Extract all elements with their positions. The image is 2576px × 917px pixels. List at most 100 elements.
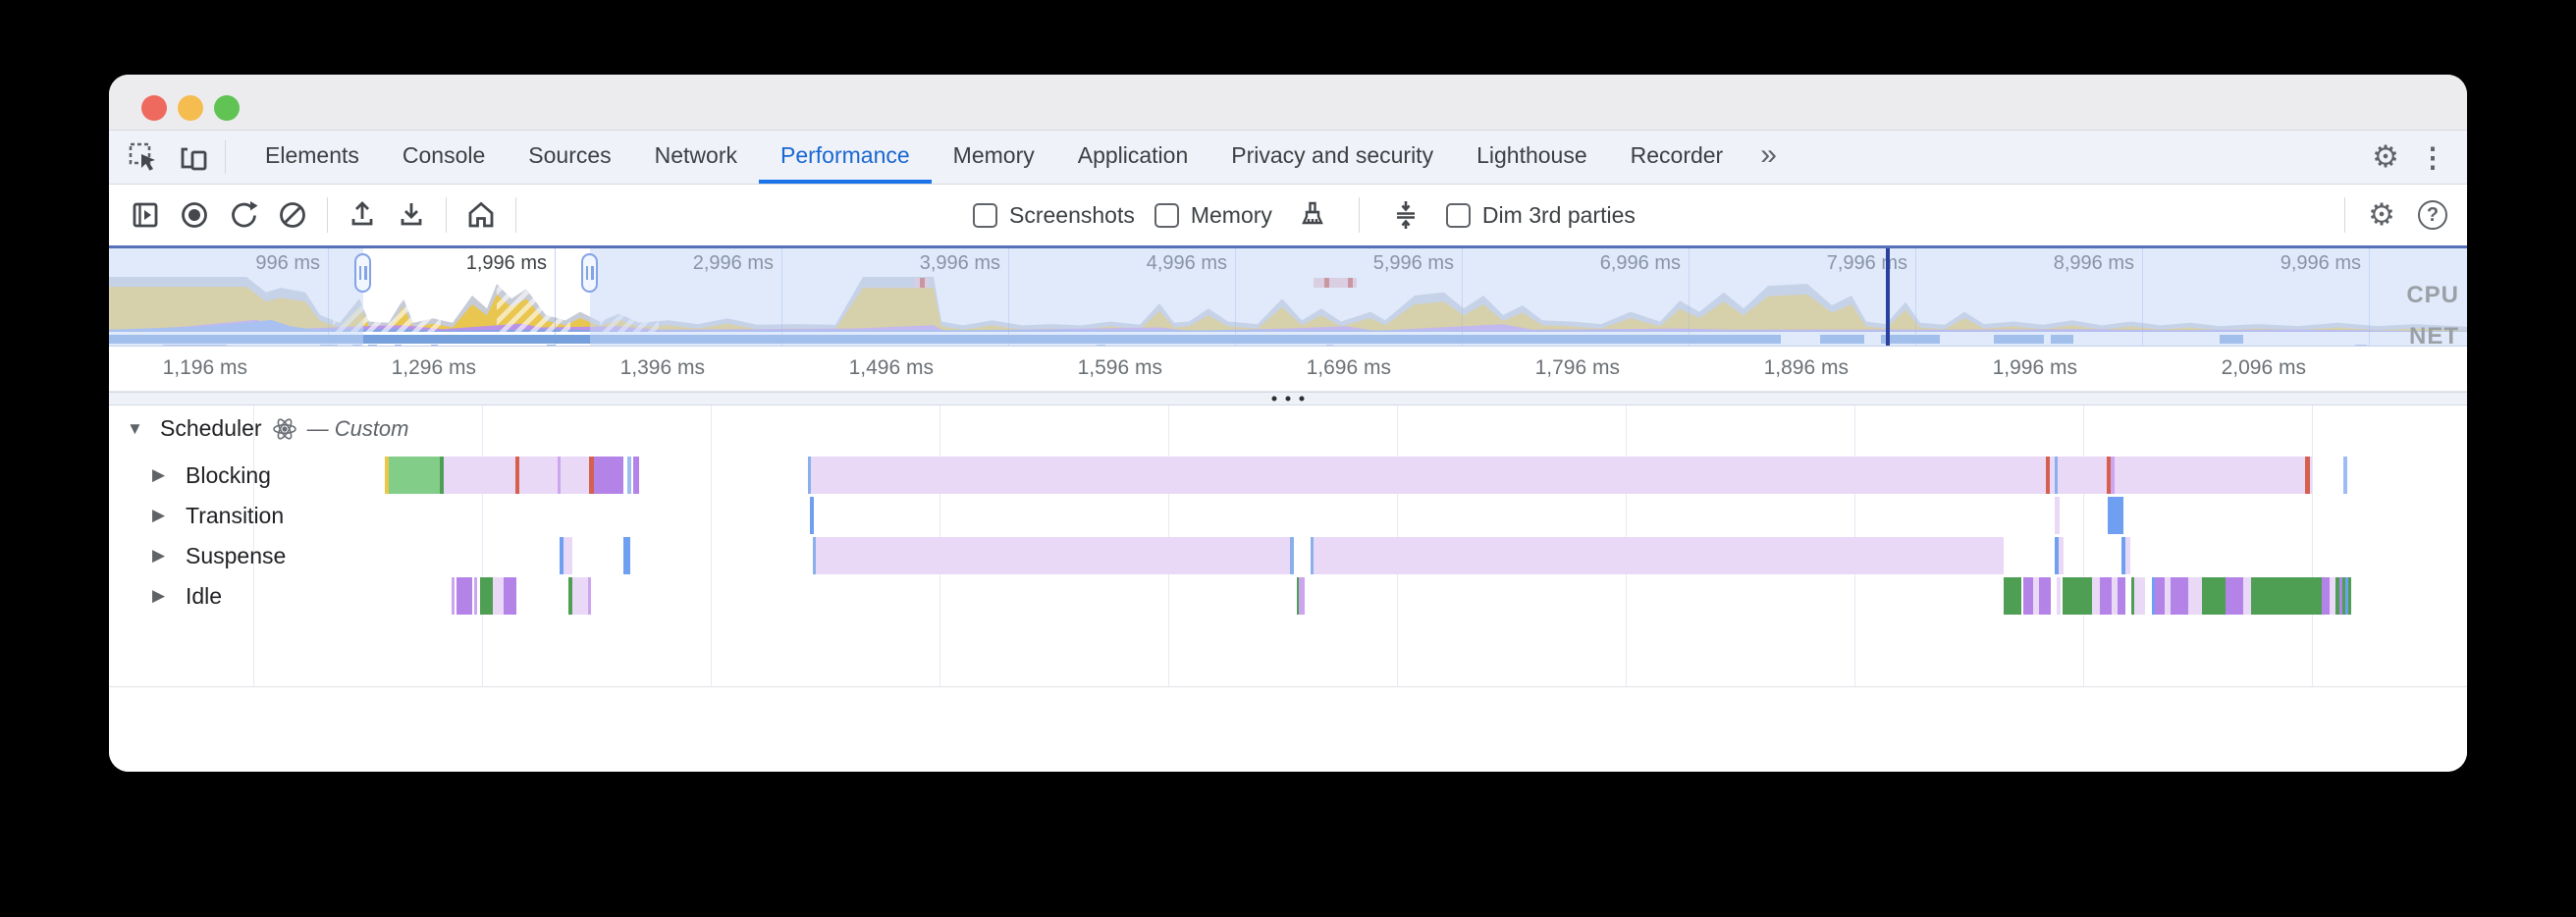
help-button[interactable]: [2412, 194, 2453, 236]
track-bar[interactable]: [2039, 577, 2051, 615]
row-label-blocking[interactable]: Blocking: [152, 457, 271, 494]
selection-handle-right[interactable]: [581, 253, 598, 293]
tab-network[interactable]: Network: [654, 141, 737, 168]
capture-settings-gear-icon[interactable]: [2361, 194, 2402, 236]
track-bar[interactable]: [2345, 577, 2348, 615]
selection-handle-left[interactable]: [354, 253, 371, 293]
track-bar[interactable]: [2057, 577, 2061, 615]
track-bar[interactable]: [1311, 537, 1314, 574]
track-bar[interactable]: [808, 457, 811, 494]
track-bar[interactable]: [2131, 577, 2134, 615]
tab-performance[interactable]: Performance: [759, 131, 932, 184]
overview-resize-divider[interactable]: [109, 392, 2467, 405]
track-bar[interactable]: [2055, 457, 2058, 494]
track-bar[interactable]: [504, 577, 516, 615]
track-bar[interactable]: [627, 457, 631, 494]
track-bar[interactable]: [2171, 577, 2188, 615]
save-profile-button[interactable]: [391, 194, 432, 236]
dim-3rd-parties-checkbox-row[interactable]: Dim 3rd parties: [1445, 202, 1636, 229]
row-label-idle[interactable]: Idle: [152, 577, 222, 615]
tab-console[interactable]: Console: [402, 141, 486, 168]
record-and-reload-button[interactable]: [223, 194, 264, 236]
track-bar[interactable]: [2343, 457, 2347, 494]
scheduler-track-area[interactable]: Scheduler — Custom BlockingTransitionSus…: [109, 405, 2467, 687]
inspect-element-button[interactable]: [123, 136, 164, 178]
record-button[interactable]: [174, 194, 215, 236]
track-bar[interactable]: [2059, 537, 2064, 574]
track-bar[interactable]: [2092, 577, 2100, 615]
screenshots-checkbox[interactable]: [973, 202, 997, 228]
track-bar[interactable]: [2348, 577, 2351, 615]
track-bar[interactable]: [633, 457, 639, 494]
lane-transition[interactable]: [109, 497, 2467, 534]
expand-triangle-icon[interactable]: [152, 586, 176, 606]
overview-dim-right[interactable]: [590, 248, 2467, 346]
track-bar[interactable]: [2243, 577, 2251, 615]
toggle-sidebar-button[interactable]: [125, 194, 166, 236]
memory-checkbox-row[interactable]: Memory: [1154, 202, 1272, 229]
lane-blocking[interactable]: [109, 457, 2467, 494]
track-bar[interactable]: [2118, 577, 2125, 615]
track-bar[interactable]: [2134, 577, 2145, 615]
track-bar[interactable]: [452, 577, 455, 615]
track-bar[interactable]: [1297, 577, 1299, 615]
track-bar[interactable]: [385, 457, 389, 494]
track-bar[interactable]: [2112, 577, 2118, 615]
track-bar[interactable]: [558, 457, 561, 494]
tab-elements[interactable]: Elements: [265, 141, 359, 168]
collapse-sections-button[interactable]: [1385, 194, 1426, 236]
tab-application[interactable]: Application: [1077, 141, 1189, 168]
track-bar[interactable]: [1314, 537, 2004, 574]
track-bar[interactable]: [572, 577, 588, 615]
collapse-triangle-icon[interactable]: [127, 419, 150, 439]
track-bar[interactable]: [2165, 577, 2171, 615]
track-bar[interactable]: [480, 577, 493, 615]
tab-recorder[interactable]: Recorder: [1630, 141, 1724, 168]
track-bar[interactable]: [474, 577, 477, 615]
track-bar[interactable]: [2322, 577, 2330, 615]
track-bar[interactable]: [440, 457, 444, 494]
track-bar[interactable]: [2107, 457, 2111, 494]
track-bar[interactable]: [2342, 577, 2345, 615]
track-header-scheduler[interactable]: Scheduler — Custom: [127, 415, 409, 442]
load-profile-button[interactable]: [342, 194, 383, 236]
track-bar[interactable]: [2152, 577, 2155, 615]
minimize-window-button[interactable]: [178, 95, 203, 121]
tab-privacy-and-security[interactable]: Privacy and security: [1231, 141, 1434, 168]
track-bar[interactable]: [2125, 537, 2130, 574]
track-bar[interactable]: [2023, 577, 2033, 615]
track-bar[interactable]: [568, 577, 572, 615]
track-bar[interactable]: [594, 457, 623, 494]
track-bar[interactable]: [2063, 577, 2092, 615]
track-bar[interactable]: [493, 577, 504, 615]
lane-idle[interactable]: [109, 577, 2467, 615]
tab-lighthouse[interactable]: Lighthouse: [1476, 141, 1587, 168]
memory-checkbox[interactable]: [1154, 202, 1179, 228]
dim-3rd-parties-checkbox[interactable]: [1445, 202, 1471, 228]
live-metrics-button[interactable]: [460, 194, 502, 236]
overview-dim-left[interactable]: [109, 248, 363, 346]
timeline-overview[interactable]: 996 ms1,996 ms2,996 ms3,996 ms4,996 ms5,…: [109, 245, 2467, 347]
track-bar[interactable]: [2188, 577, 2202, 615]
tab-memory[interactable]: Memory: [952, 141, 1035, 168]
track-bar[interactable]: [564, 537, 572, 574]
track-bar[interactable]: [2330, 577, 2335, 615]
track-bar[interactable]: [1299, 577, 1305, 615]
track-bar[interactable]: [810, 497, 814, 534]
track-bar[interactable]: [456, 577, 472, 615]
track-bar[interactable]: [2111, 457, 2115, 494]
toggle-device-toolbar-button[interactable]: [174, 136, 215, 178]
track-bar[interactable]: [2055, 537, 2059, 574]
track-bar[interactable]: [2202, 577, 2226, 615]
collect-garbage-button[interactable]: [1292, 194, 1333, 236]
row-label-transition[interactable]: Transition: [152, 497, 284, 534]
screenshots-checkbox-row[interactable]: Screenshots: [973, 202, 1135, 229]
customize-devtools-menu-icon[interactable]: [2412, 136, 2453, 178]
overview-resizer-dots[interactable]: [1271, 396, 1305, 402]
settings-gear-icon[interactable]: [2365, 136, 2406, 178]
track-bar[interactable]: [2033, 577, 2039, 615]
row-label-suspense[interactable]: Suspense: [152, 537, 286, 574]
clear-recording-button[interactable]: [272, 194, 313, 236]
track-bar[interactable]: [2108, 497, 2123, 534]
lane-suspense[interactable]: [109, 537, 2467, 574]
